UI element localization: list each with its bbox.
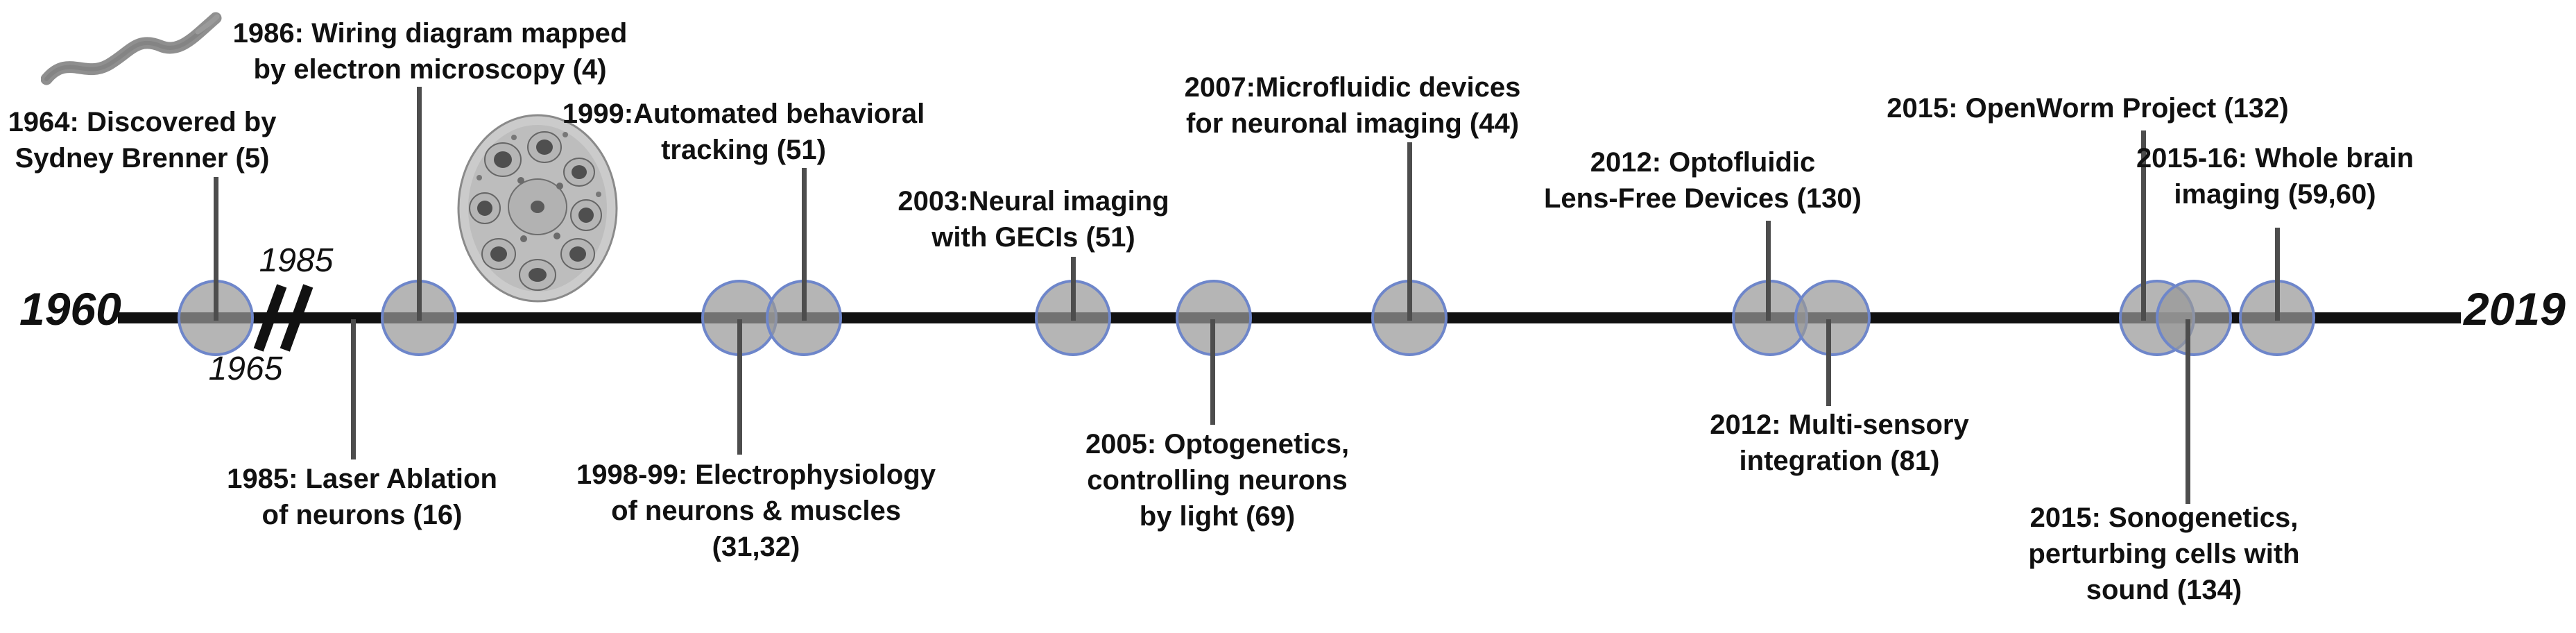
timeline-start-year: 1960 — [19, 283, 121, 335]
timeline-end-year: 2019 — [2464, 283, 2566, 335]
event-marker-1998-99 — [701, 280, 778, 356]
event-label-1986: 1986: Wiring diagram mapped by electron m… — [118, 15, 742, 87]
event-connector-2005 — [1210, 319, 1215, 425]
event-label-line: with GECIs (51) — [931, 222, 1135, 253]
event-connector-1998-99 — [737, 319, 742, 455]
event-label-2005: 2005: Optogenetics, controlling neurons by… — [905, 426, 1529, 534]
event-label-1999: 1999:Automated behavioral tracking (51) — [431, 96, 1056, 168]
event-label-line: 2012: Optofluidic — [1590, 147, 1816, 178]
event-label-line: 1986: Wiring diagram mapped — [232, 18, 628, 49]
event-label-line: 2015: Sonogenetics, — [2029, 503, 2299, 533]
event-label-line: by electron microscopy (4) — [253, 54, 607, 85]
event-connector-2015a — [2140, 130, 2146, 321]
event-connector-1985 — [350, 319, 356, 459]
event-label-line: integration (81) — [1739, 446, 1940, 476]
event-label-line: controlling neurons — [1087, 465, 1348, 496]
axis-break-lower-year: 1965 — [208, 351, 283, 387]
event-connector-1964 — [213, 177, 218, 321]
event-label-2015-16: 2015-16: Whole brain imaging (59,60) — [1963, 140, 2576, 212]
event-label-line: perturbing cells with — [2028, 539, 2300, 569]
event-label-line: 2007:Microfluidic devices — [1184, 72, 1521, 103]
event-connector-2015-16 — [2274, 228, 2280, 321]
event-label-line: imaging (59,60) — [2174, 179, 2376, 210]
event-label-2012b: 2012: Multi-sensory integration (81) — [1527, 407, 2152, 479]
event-label-line: 2003:Neural imaging — [898, 186, 1169, 217]
event-label-line: (31,32) — [712, 532, 800, 562]
event-connector-2003 — [1070, 257, 1076, 321]
event-label-line: 2015-16: Whole brain — [2136, 143, 2414, 174]
event-label-1985: 1985: Laser Ablation of neurons (16) — [50, 461, 674, 533]
event-label-2015b: 2015: Sonogenetics, perturbing cells with… — [1852, 500, 2476, 608]
event-label-line: for neuronal imaging (44) — [1185, 108, 1520, 139]
axis-break-upper-year: 1985 — [259, 242, 334, 279]
event-label-line: by light (69) — [1139, 501, 1296, 532]
event-connector-2007 — [1407, 142, 1412, 321]
event-label-line: tracking (51) — [661, 135, 826, 165]
event-connector-1986 — [416, 87, 422, 321]
event-label-line: 1999:Automated behavioral — [562, 99, 925, 129]
event-connector-2012a — [1765, 221, 1771, 321]
event-label-line: 1964: Discovered by — [8, 107, 277, 137]
event-connector-1999 — [801, 168, 807, 321]
event-label-line: of neurons (16) — [261, 500, 463, 530]
event-label-line: 1998-99: Electrophysiology — [576, 459, 936, 490]
event-label-2007: 2007:Microfluidic devices for neuronal im… — [1040, 69, 1665, 142]
event-label-line: Lens-Free Devices (130) — [1543, 183, 1862, 214]
event-label-line: 1985: Laser Ablation — [227, 464, 497, 494]
event-connector-2012b — [1826, 319, 1831, 406]
event-label-line: of neurons & muscles — [611, 496, 901, 526]
event-label-2015a: 2015: OpenWorm Project (132) — [1776, 90, 2400, 126]
worm-photo — [40, 11, 223, 92]
event-label-line: 2012: Multi-sensory — [1710, 410, 1969, 440]
event-label-1998-99: 1998-99: Electrophysiology of neurons & m… — [444, 457, 1068, 565]
event-label-line: Sydney Brenner (5) — [15, 143, 270, 174]
event-marker-2015b — [2156, 280, 2232, 356]
event-label-line: 2015: OpenWorm Project (132) — [1887, 93, 2289, 124]
event-label-1964: 1964: Discovered by Sydney Brenner (5) — [0, 104, 454, 176]
electron-micrograph — [454, 111, 621, 307]
event-label-2003: 2003:Neural imaging with GECIs (51) — [721, 183, 1346, 255]
event-label-line: sound (134) — [2086, 575, 2242, 605]
event-label-line: 2005: Optogenetics, — [1085, 429, 1350, 459]
event-connector-2015b — [2185, 319, 2190, 504]
event-marker-2012b — [1794, 280, 1871, 356]
timeline-axis — [118, 312, 2461, 323]
